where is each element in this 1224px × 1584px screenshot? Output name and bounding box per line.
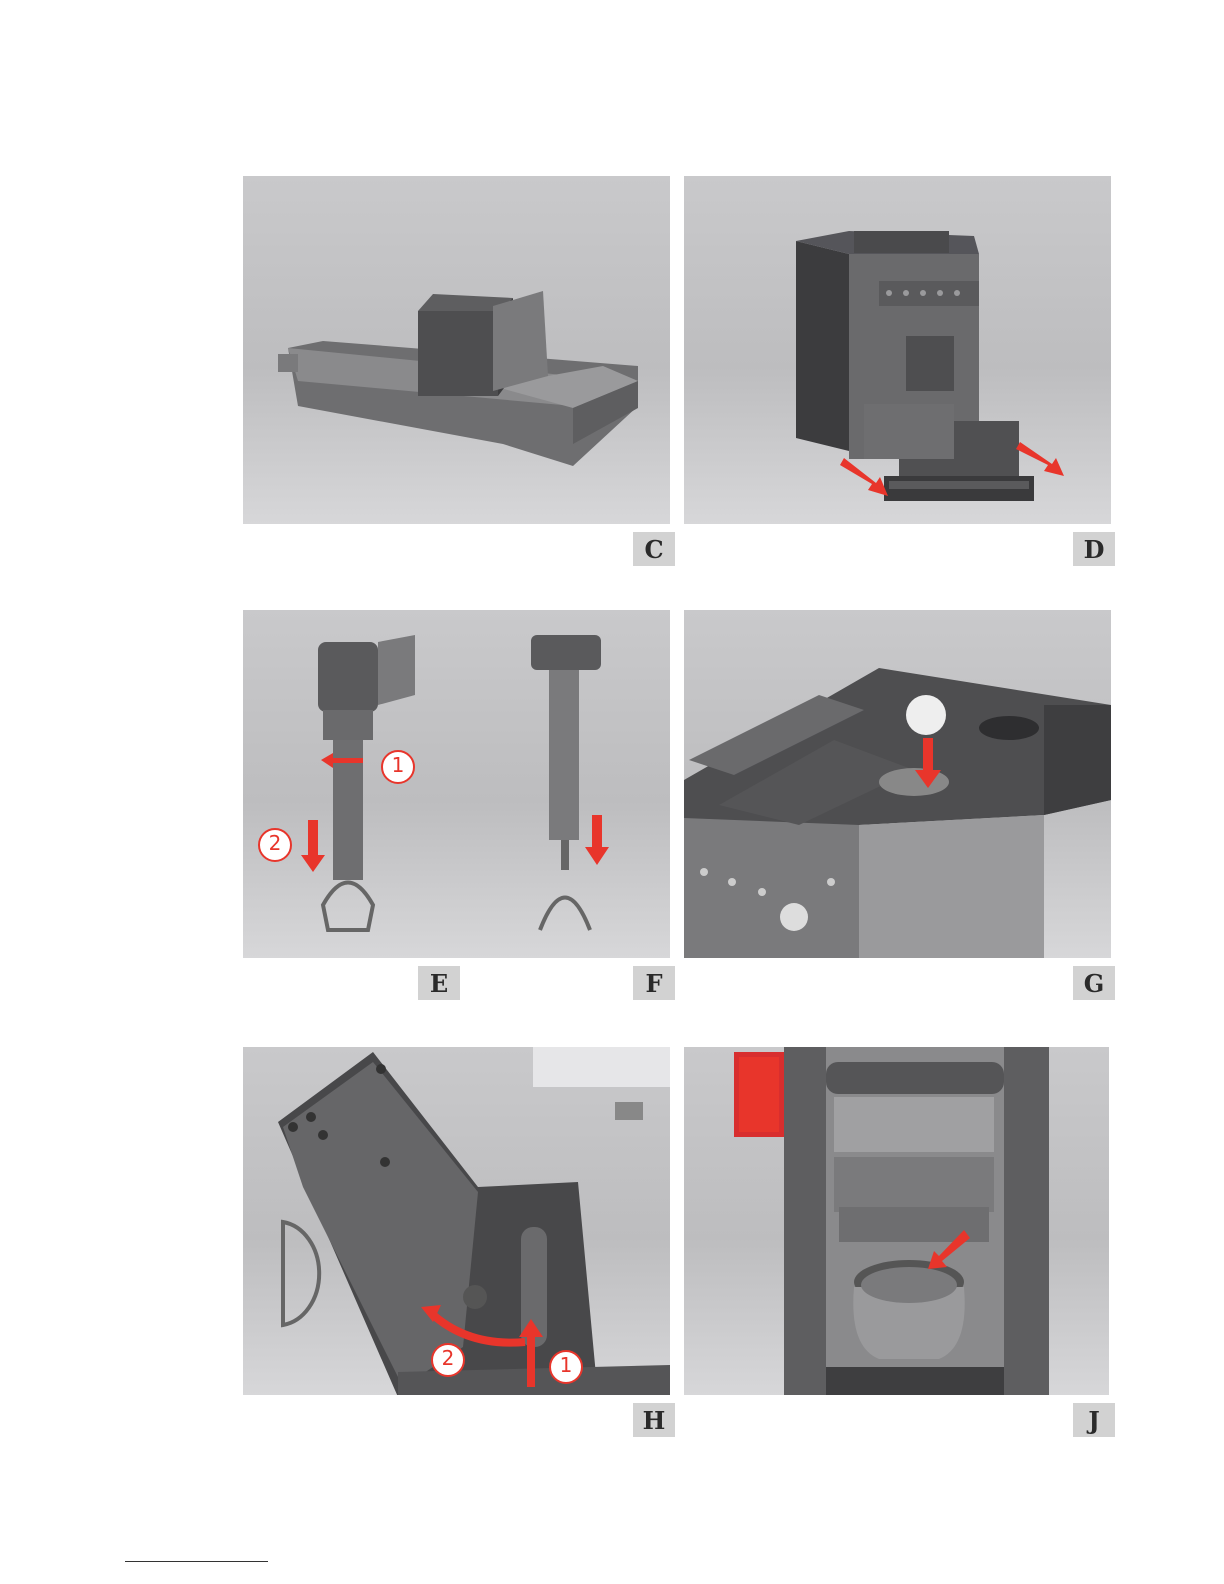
grinder-arrow	[684, 610, 1111, 958]
figure-label-d: D	[1073, 532, 1115, 566]
footnote-rule	[125, 1561, 268, 1562]
drip-tray-illustration	[243, 176, 670, 524]
step-marker-2: 2	[259, 831, 291, 855]
insert-arrows	[684, 176, 1111, 524]
figure-d-panel	[684, 176, 1111, 524]
compartment-arrow	[684, 1047, 1109, 1395]
figure-label-j: J	[1073, 1403, 1115, 1437]
figure-g-panel	[684, 610, 1111, 958]
figure-label-h: H	[633, 1403, 675, 1437]
door-step-arrows	[243, 1047, 670, 1395]
figure-h-panel: 2 1	[243, 1047, 670, 1395]
figure-label-f: F	[633, 966, 675, 1000]
step-marker-1: 1	[550, 1353, 582, 1377]
tube-step-arrows	[243, 610, 670, 958]
step-marker-1: 1	[382, 753, 414, 777]
figure-label-c: C	[633, 532, 675, 566]
figure-c-panel	[243, 176, 670, 524]
step-marker-2: 2	[432, 1346, 464, 1370]
figure-label-g: G	[1073, 966, 1115, 1000]
figure-j-panel	[684, 1047, 1109, 1395]
figure-label-e: E	[418, 966, 460, 1000]
figure-ef-panel: 1 2	[243, 610, 670, 958]
